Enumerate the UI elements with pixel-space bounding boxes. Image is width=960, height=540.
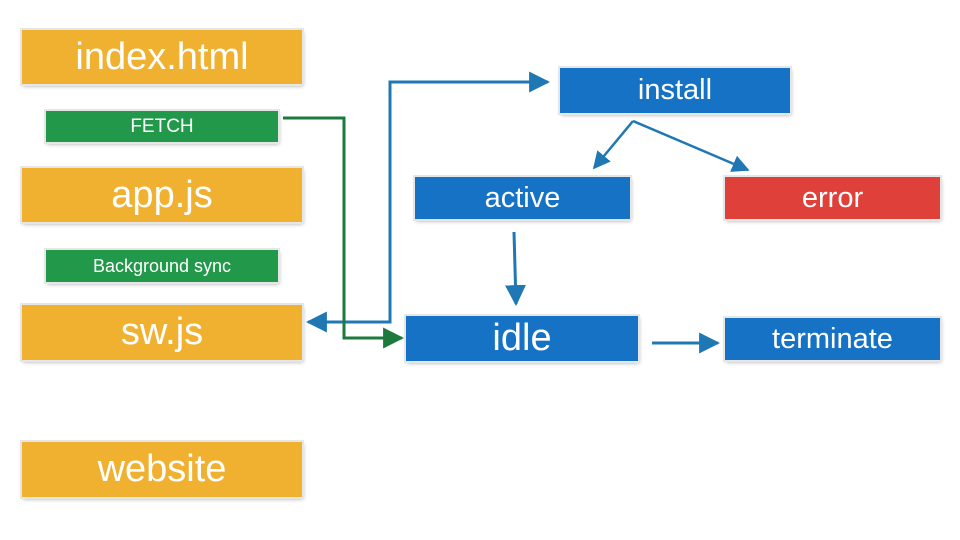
active-state-box: active bbox=[415, 177, 630, 219]
idle-label: idle bbox=[492, 317, 552, 359]
install-sw-connector bbox=[305, 71, 551, 333]
sw-js-label: sw.js bbox=[120, 311, 204, 353]
background-sync-box: Background sync bbox=[46, 250, 278, 282]
fetch-box: FETCH bbox=[46, 111, 278, 142]
install-error-arrow bbox=[632, 119, 750, 172]
index-html-label: index.html bbox=[75, 35, 249, 78]
background-sync-label: Background sync bbox=[92, 255, 232, 276]
index-html-box: index.html bbox=[22, 30, 302, 84]
active-idle-arrow bbox=[504, 231, 526, 307]
idle-state-box: idle bbox=[406, 316, 638, 361]
sw-js-box: sw.js bbox=[22, 305, 302, 360]
website-box: website bbox=[22, 442, 302, 497]
terminate-label: terminate bbox=[772, 322, 893, 355]
website-label: website bbox=[97, 448, 227, 490]
error-state-box: error bbox=[725, 177, 940, 219]
fetch-label: FETCH bbox=[130, 115, 194, 137]
terminate-state-box: terminate bbox=[725, 318, 940, 360]
install-active-arrow bbox=[592, 120, 634, 170]
app-js-label: app.js bbox=[111, 173, 213, 216]
fetch-idle-connector bbox=[283, 116, 405, 349]
app-js-box: app.js bbox=[22, 168, 302, 222]
install-state-box: install bbox=[560, 68, 790, 113]
install-label: install bbox=[637, 74, 713, 106]
active-label: active bbox=[484, 181, 561, 214]
error-label: error bbox=[801, 181, 864, 214]
